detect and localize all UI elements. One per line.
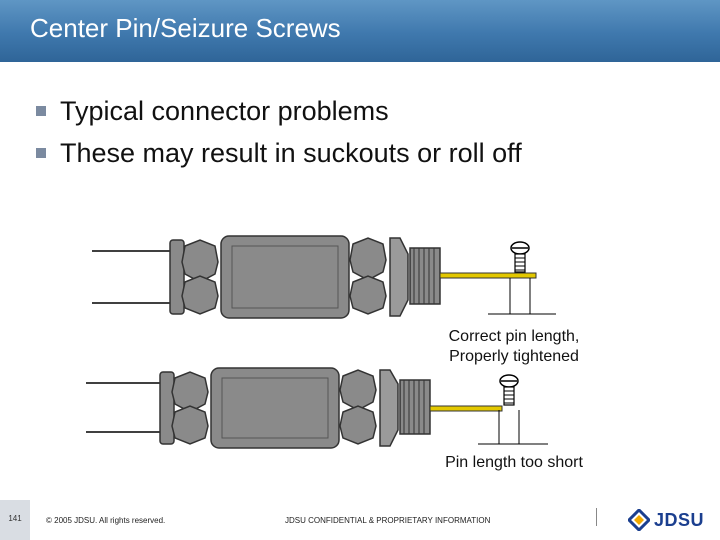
connector-correct xyxy=(92,235,556,319)
page-number: 141 xyxy=(8,514,22,523)
caption-correct-line2: Properly tightened xyxy=(449,348,579,365)
bullet-item: Typical connector problems xyxy=(36,96,522,138)
jdsu-logo-icon xyxy=(628,509,650,531)
confidential-text: JDSU CONFIDENTIAL & PROPRIETARY INFORMAT… xyxy=(285,516,491,525)
bullet-text: Typical connector problems xyxy=(60,96,389,126)
copyright-text: © 2005 JDSU. All rights reserved. xyxy=(46,516,166,525)
slide-title: Center Pin/Seizure Screws xyxy=(30,13,341,43)
bullet-square-icon xyxy=(36,148,46,158)
title-bar: Center Pin/Seizure Screws xyxy=(0,0,720,62)
caption-correct: Correct pin length, Properly tightened xyxy=(424,327,604,367)
logo-text: JDSU xyxy=(654,509,705,530)
bullet-item: These may result in suckouts or roll off xyxy=(36,138,522,180)
connector-short-pin xyxy=(86,367,548,449)
caption-correct-line1: Correct pin length, xyxy=(448,328,580,345)
jdsu-logo: JDSU xyxy=(628,507,704,533)
bullet-list: Typical connector problems These may res… xyxy=(36,96,522,180)
page-number-box xyxy=(0,500,30,540)
bullet-square-icon xyxy=(36,106,46,116)
caption-short: Pin length too short xyxy=(445,454,583,471)
bullet-text: These may result in suckouts or roll off xyxy=(60,138,522,168)
footer-divider xyxy=(596,508,597,526)
